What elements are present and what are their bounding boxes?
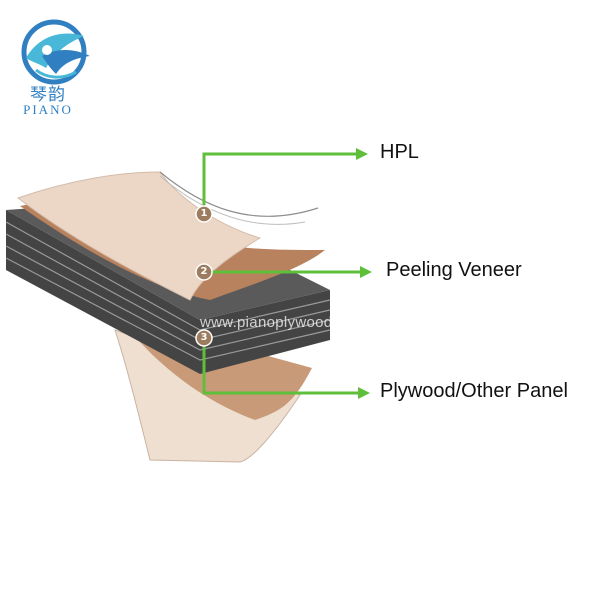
marker-1 [195, 205, 213, 223]
logo-english-text: PIANO [23, 102, 73, 117]
hpl-curl-edge-2 [159, 175, 306, 225]
marker-1-number: 1 [200, 208, 208, 219]
piano-logo-icon [21, 19, 90, 85]
callout-hpl-label: HPL [380, 141, 419, 163]
panel-side-face [6, 210, 330, 374]
leader-lines [202, 152, 360, 395]
logo-chinese-text: 琴韵 [30, 85, 66, 105]
hpl-curl-edge [159, 171, 319, 217]
watermark-text: www.pianoplywood.com [200, 314, 367, 331]
leader-arrowheads [356, 148, 372, 399]
marker-2 [195, 263, 213, 281]
marker-3 [195, 329, 213, 347]
callout-peeling-veneer-label: Peeling Veneer [386, 259, 522, 281]
panel-layer-lines [5, 221, 331, 361]
marker-2-number: 2 [200, 266, 208, 277]
callout-plywood-panel-label: Plywood/Other Panel [380, 380, 568, 402]
marker-3-number: 3 [200, 332, 208, 343]
